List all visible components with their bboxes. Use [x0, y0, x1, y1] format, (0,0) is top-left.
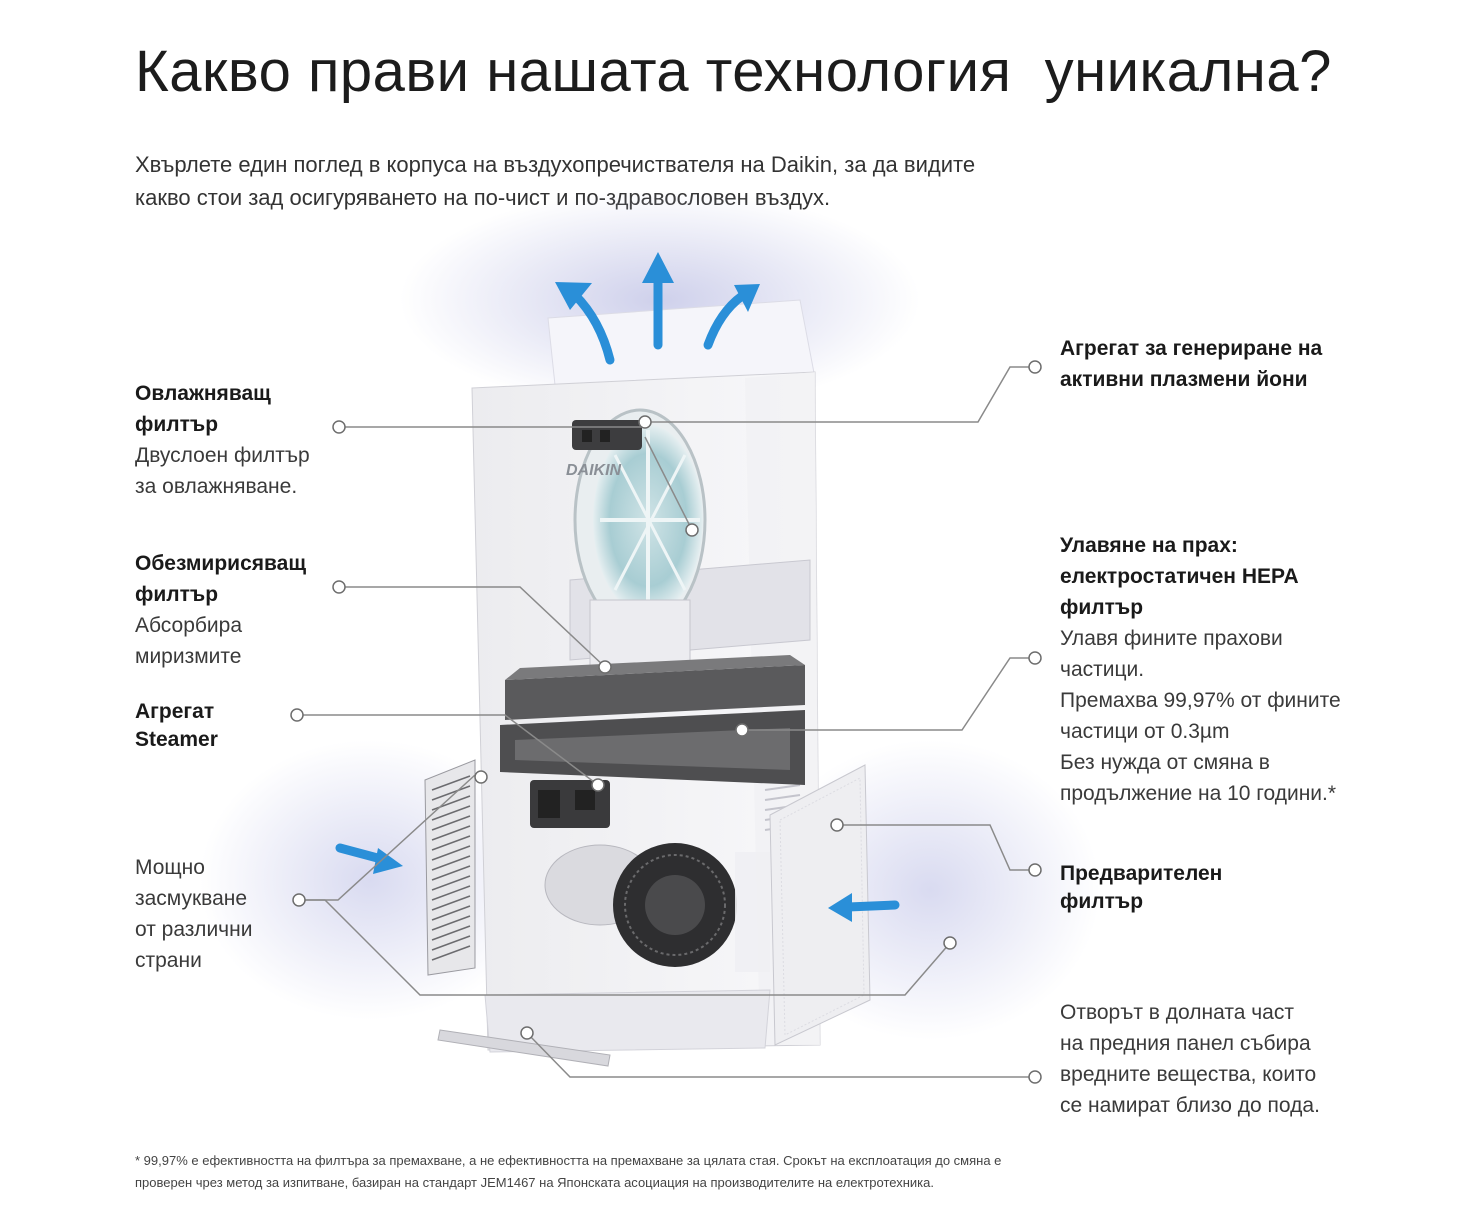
- opening-line-1: Отворът в долната част: [1060, 1001, 1294, 1024]
- humidifying-filter-title-2: филтър: [135, 413, 219, 436]
- fan-blower: [544, 843, 770, 972]
- deodorizing-filter-slab: [505, 655, 805, 720]
- suction-line-1: Мощно: [135, 856, 205, 879]
- daikin-logo: DAIKIN: [566, 462, 622, 479]
- left-prefilter-panel: [424, 759, 476, 976]
- deodorizing-filter-desc-1: Абсорбира: [135, 614, 243, 637]
- pre-filter-title-1: Предварителен: [1060, 862, 1223, 885]
- label-front-bottom-opening: Отворът в долната част на предния панел …: [1060, 997, 1320, 1121]
- opening-line-2: на предния панел събира: [1060, 1032, 1311, 1055]
- footnote-line-2: проверен чрез метод за изпитване, базира…: [135, 1175, 934, 1190]
- plasma-ion-title-1: Агрегат за генериране на: [1060, 337, 1323, 360]
- pre-filter-title-2: филтър: [1060, 890, 1144, 913]
- label-deodorizing-filter: Обезмирисяващ филтър Абсорбира миризмите: [135, 548, 306, 672]
- label-multi-side-suction: Мощно засмукване от различни страни: [135, 852, 252, 976]
- leader-lines: [297, 366, 1035, 1078]
- label-steamer-unit: Агрегат Steamer: [135, 698, 218, 754]
- hepa-title-3: филтър: [1060, 596, 1144, 619]
- humidifying-filter-title-1: Овлажняващ: [135, 382, 271, 405]
- base-plate: [484, 989, 771, 1053]
- deodorizing-filter-title-1: Обезмирисяващ: [135, 552, 307, 575]
- steamer-unit-title-2: Steamer: [135, 728, 218, 751]
- label-plasma-ion-unit: Агрегат за генериране на активни плазмен…: [1060, 333, 1322, 395]
- label-hepa-filter: Улавяне на прах: електростатичен HEPA фи…: [1060, 530, 1341, 809]
- suction-line-2: засмукване: [135, 887, 248, 910]
- steamer-unit: [530, 780, 610, 828]
- humidifying-filter-disc: [573, 408, 707, 671]
- steamer-unit-title-1: Агрегат: [135, 700, 215, 723]
- page-title: Какво прави нашата технология уникална?: [135, 39, 1332, 104]
- footnote-line-1: * 99,97% е ефективността на филтъра за п…: [135, 1153, 1002, 1168]
- plasma-ion-title-2: активни плазмени йони: [1060, 368, 1308, 391]
- right-prefilter-panel: [769, 764, 871, 1046]
- suction-line-3: от различни: [135, 918, 253, 941]
- intro-line-1: Хвърлете един поглед в корпуса на въздух…: [135, 152, 976, 177]
- deodorizing-filter-desc-2: миризмите: [135, 645, 242, 668]
- hepa-title-2: електростатичен HEPA: [1060, 565, 1299, 588]
- hepa-desc-1: Улавя фините прахови: [1060, 627, 1283, 650]
- hepa-desc-2: частици.: [1060, 658, 1145, 681]
- front-bottom-grille: [437, 1029, 611, 1067]
- airflow-arrowheads: [373, 252, 852, 922]
- leader-dots: [290, 360, 1042, 1084]
- opening-line-3: вредните вещества, които: [1060, 1063, 1317, 1086]
- hepa-desc-4: частици от 0.3µm: [1060, 720, 1230, 743]
- hepa-desc-5: Без нужда от смяна в: [1060, 751, 1270, 774]
- opening-line-4: се намират близо до пода.: [1060, 1094, 1320, 1117]
- footnote: * 99,97% е ефективността на филтъра за п…: [135, 1150, 1135, 1194]
- hepa-filter-slab: [500, 710, 805, 785]
- humidifying-filter-desc-2: за овлажняване.: [135, 475, 298, 498]
- hepa-desc-6: продължение на 10 години.*: [1060, 782, 1337, 805]
- label-humidifying-filter: Овлажняващ филтър Двуслоен филтър за овл…: [135, 378, 310, 502]
- suction-line-4: страни: [135, 949, 202, 972]
- humidifying-filter-desc-1: Двуслоен филтър: [135, 444, 310, 467]
- hepa-desc-3: Премахва 99,97% от фините: [1060, 689, 1341, 712]
- plasma-ion-unit: [572, 420, 642, 450]
- deodorizing-filter-title-2: филтър: [135, 583, 219, 606]
- label-pre-filter: Предварителен филтър: [1060, 860, 1222, 916]
- hepa-title-1: Улавяне на прах:: [1060, 534, 1238, 557]
